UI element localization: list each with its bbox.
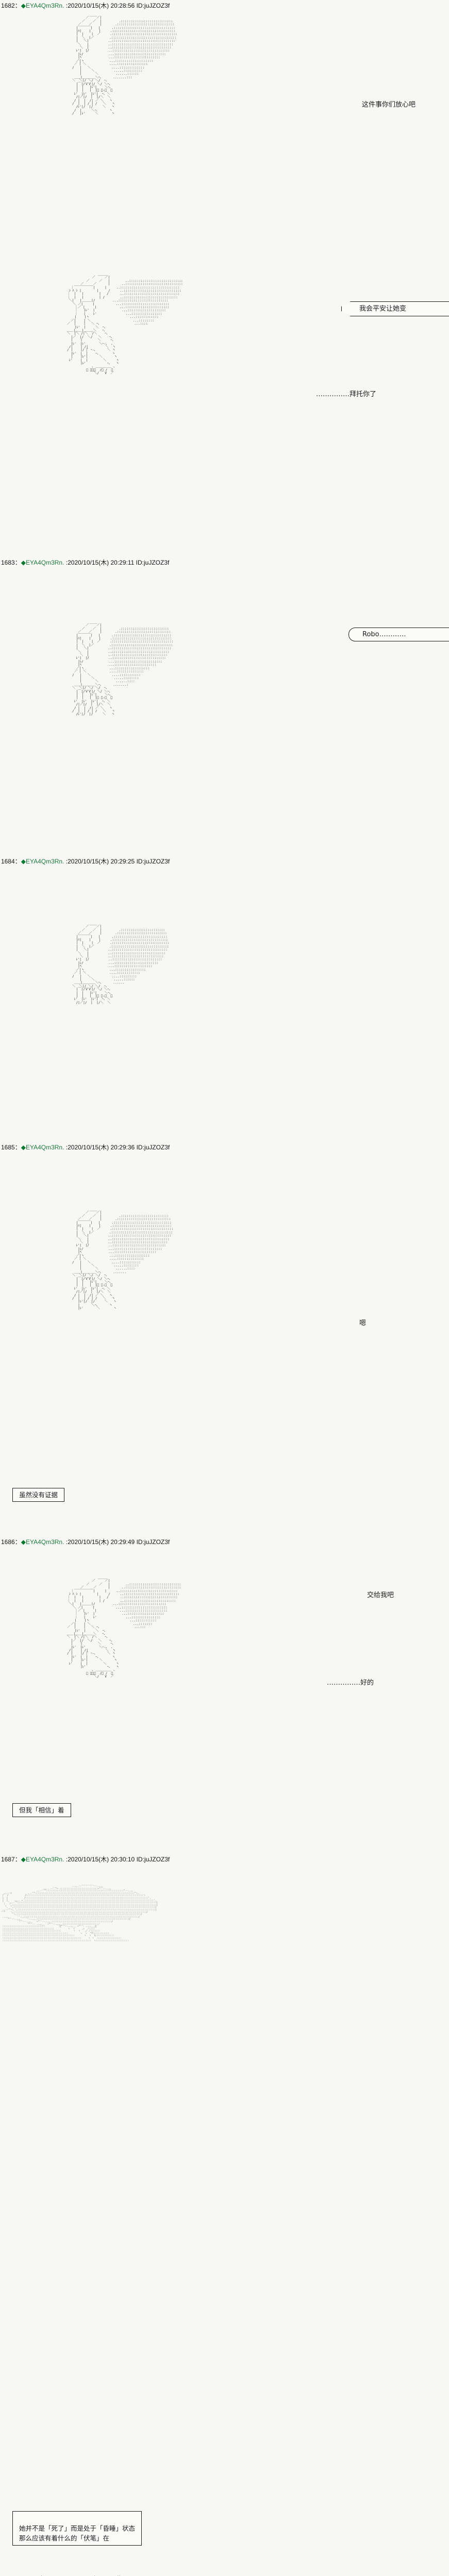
aa-art-1686: ＿＿＿ ／ ／| ／ ／ | ..:::::::::::::::::::::::… xyxy=(67,1576,181,1679)
narration-box-1687-text: 她并不是「死了」而是处于「昏睡」状态 那么应该有着什么的「伏笔」在 xyxy=(19,2524,136,2542)
post-separator: ： xyxy=(14,1538,21,1546)
post-id: ID:juJZOZ3f xyxy=(136,2,170,9)
post-handle: EYA4Qm3Rn. xyxy=(25,858,64,865)
speech-bubble-1683: 我会平安让她变 xyxy=(341,301,449,316)
dialogue-1686-0: 交给我吧 xyxy=(367,1591,394,1599)
post-handle: EYA4Qm3Rn. xyxy=(25,1144,64,1151)
post-id: ID:juJZOZ3f xyxy=(136,1538,170,1546)
post-header-1685: 1685：◆EYA4Qm3Rn. :2020/10/15(木) 20:29:36… xyxy=(0,1143,170,1151)
aa-art-1682: ____ ／ ／| ／ ／ | .:::::::::::::::::::::::… xyxy=(72,13,177,116)
narration-box-1685-text: 虽然没有证据 xyxy=(19,1491,58,1499)
post-datetime: :2020/10/15(木) 20:29:25 xyxy=(65,858,135,865)
post-id: ID:juJZOZ3f xyxy=(136,858,170,865)
dialogue-1685-0: 嗯 xyxy=(359,1319,367,1327)
aa-art-1685b: ____ ／ ／| ／ ／ | .:::::::::::::::::::::::… xyxy=(72,1208,174,1311)
post-header-1683: 1683：◆EYA4Qm3Rn. :2020/10/15(木) 20:29:11… xyxy=(0,558,169,566)
narration-box-1685: 虽然没有证据 xyxy=(12,1488,65,1502)
aa-art-1685: ____ ／ ／| ／ ／ | .:::::::::::::::::::::::… xyxy=(72,922,170,1005)
post-datetime: :2020/10/15(木) 20:28:56 xyxy=(65,2,135,9)
post-datetime: :2020/10/15(木) 20:29:11 xyxy=(65,559,135,566)
post-header-1682: 1682：◆EYA4Qm3Rn. :2020/10/15(木) 20:28:56… xyxy=(0,1,170,9)
post-separator: ： xyxy=(14,1144,21,1151)
dialogue-1683-1: ……………拜托你了 xyxy=(316,391,377,398)
post-separator: ： xyxy=(14,559,21,566)
post-id: ID:juJZOZ3f xyxy=(136,1856,170,1863)
aa-art-1683: ＿＿＿ ／ ／| ／ ／ | ..:::::::::::::::::::::::… xyxy=(67,273,183,376)
post-number: 1686 xyxy=(1,1538,15,1546)
trip-diamond-icon: ◆ xyxy=(21,858,26,865)
trip-diamond-icon: ◆ xyxy=(21,1538,26,1546)
post-datetime: :2020/10/15(木) 20:29:49 xyxy=(65,1538,135,1546)
post-separator: ： xyxy=(14,858,21,865)
post-id: ID:juJZOZ3f xyxy=(136,1144,170,1151)
trip-diamond-icon: ◆ xyxy=(21,1144,26,1151)
post-handle: EYA4Qm3Rn. xyxy=(25,559,64,566)
post-separator: ： xyxy=(14,1856,21,1863)
dialogue-1686-1: ……………好的 xyxy=(327,1679,374,1687)
post-datetime: :2020/10/15(木) 20:29:36 xyxy=(65,1144,135,1151)
post-number: 1682 xyxy=(1,2,15,9)
aa-art-1684: ____ ／ ／| ／ ／ | .:::::::::::::::::::::::… xyxy=(72,620,174,717)
speech-bubble-1683-text: 我会平安让她变 xyxy=(359,305,407,313)
post-handle: EYA4Qm3Rn. xyxy=(25,1856,64,1863)
narration-box-1686-text: 但我「相信」着 xyxy=(19,1806,64,1814)
post-number: 1687 xyxy=(1,1856,15,1863)
post-handle: EYA4Qm3Rn. xyxy=(25,2,64,9)
narration-box-1687: 她并不是「死了」而是处于「昏睡」状态 那么应该有着什么的「伏笔」在 xyxy=(12,2511,142,2546)
post-number: 1683 xyxy=(1,559,15,566)
aa-art-1687: ..,,.-‐'''''''''‐-..,,_ ,,.. -‐''"~ ::::… xyxy=(1,1885,158,1942)
trip-diamond-icon: ◆ xyxy=(21,1856,26,1863)
narration-box-1686: 但我「相信」着 xyxy=(12,1803,71,1817)
post-number: 1685 xyxy=(1,1144,15,1151)
post-header-1684: 1684：◆EYA4Qm3Rn. :2020/10/15(木) 20:29:25… xyxy=(0,857,170,865)
post-datetime: :2020/10/15(木) 20:30:10 xyxy=(65,1856,135,1863)
post-header-1686: 1686：◆EYA4Qm3Rn. :2020/10/15(木) 20:29:49… xyxy=(0,1537,170,1546)
post-number: 1684 xyxy=(1,858,15,865)
post-header-1687: 1687：◆EYA4Qm3Rn. :2020/10/15(木) 20:30:10… xyxy=(0,1855,170,1863)
post-handle: EYA4Qm3Rn. xyxy=(25,1538,64,1546)
speech-bubble-1684: Robo………… xyxy=(348,628,449,641)
trip-diamond-icon: ◆ xyxy=(21,559,26,566)
speech-bubble-1684-text: Robo………… xyxy=(362,631,406,638)
post-id: ID:juJZOZ3f xyxy=(136,559,170,566)
trip-diamond-icon: ◆ xyxy=(21,2,26,9)
post-separator: ： xyxy=(14,2,21,9)
dialogue-1682-0: 这件事你们放心吧 xyxy=(362,101,416,109)
